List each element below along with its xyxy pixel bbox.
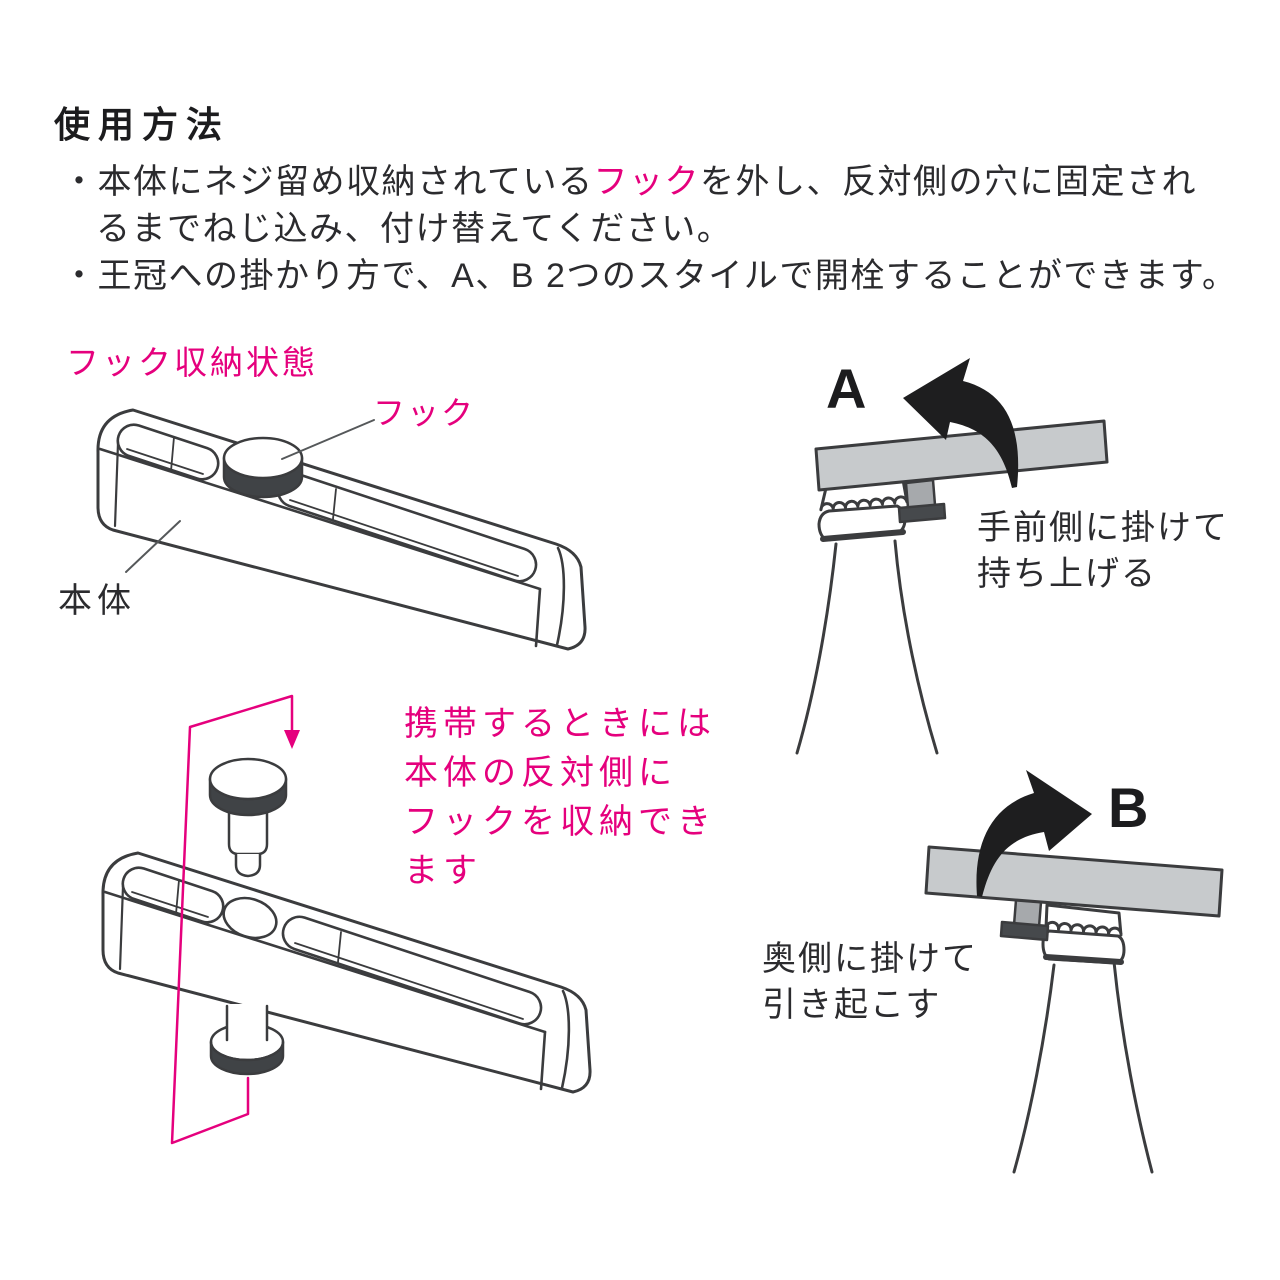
bottle-b	[1012, 903, 1154, 1174]
body-leader-line	[125, 520, 181, 573]
style-b-caption: 奥側に掛けて 引き起こす	[762, 936, 978, 1028]
hook-highlight: フック	[593, 163, 700, 201]
pry-arrow-icon	[976, 770, 1092, 897]
instruction-item1-line2: るまでねじ込み、付け替えてください。	[96, 210, 733, 248]
hook-gripping-far-side	[999, 898, 1050, 942]
style-b-caption-line2: 引き起こす	[762, 986, 942, 1024]
hook-leader-line	[281, 419, 375, 460]
relocation-path-arrow	[170, 694, 300, 1145]
bullet-dot: ・	[62, 163, 98, 201]
instruction-item1-line1: ・本体にネジ留め収納されているフックを外し、反対側の穴に固定され	[62, 154, 1197, 203]
hook-label: フック	[373, 395, 476, 431]
bottle-a	[795, 478, 939, 755]
style-a-caption-line2: 持ち上げる	[977, 555, 1157, 593]
style-b-diagram	[924, 770, 1224, 1174]
hook-knob-icon	[222, 436, 304, 499]
style-a-label: A	[826, 357, 867, 420]
opener-bar-a	[814, 419, 1109, 492]
stored-state-diagram	[96, 408, 587, 651]
style-b-label: B	[1108, 776, 1149, 839]
hook-gripping-near-side	[897, 478, 947, 524]
style-a-caption-line1: 手前側に掛けて	[977, 509, 1229, 547]
instruction-text: 本体にネジ留め収納されている	[97, 163, 594, 201]
carry-note: 携帯するときには 本体の反対側に フックを収納でき ます	[404, 700, 716, 896]
crown-cap-b	[1044, 903, 1123, 937]
lift-arrow-icon	[903, 358, 1019, 488]
bullet-dot: ・	[62, 257, 98, 295]
carry-note-line2: 本体の反対側に	[404, 754, 677, 792]
stored-state-caption: フック収納状態	[66, 344, 318, 381]
hook-stored-bottom-icon	[209, 1004, 285, 1076]
instruction-text: 王冠への掛かり方で、A、B 2つのスタイルで開栓することができます。	[97, 257, 1238, 295]
style-a-caption: 手前側に掛けて 持ち上げる	[977, 505, 1229, 597]
body-label: 本体	[58, 582, 136, 620]
instruction-text: を外し、反対側の穴に固定され	[699, 163, 1197, 201]
opener-bar-b	[924, 845, 1224, 918]
style-a-diagram	[795, 358, 1109, 755]
carry-state-diagram	[101, 694, 592, 1145]
hook-removed-icon	[208, 757, 288, 878]
style-b-caption-line1: 奥側に掛けて	[762, 940, 978, 978]
screw-hole	[222, 896, 278, 940]
carry-note-line1: 携帯するときには	[404, 705, 716, 743]
carry-note-line3: フックを収納でき	[404, 803, 716, 841]
instruction-item2: ・王冠への掛かり方で、A、B 2つのスタイルで開栓することができます。	[62, 248, 1237, 297]
page-title: 使用方法	[54, 104, 231, 145]
carry-note-line4: ます	[404, 852, 482, 890]
